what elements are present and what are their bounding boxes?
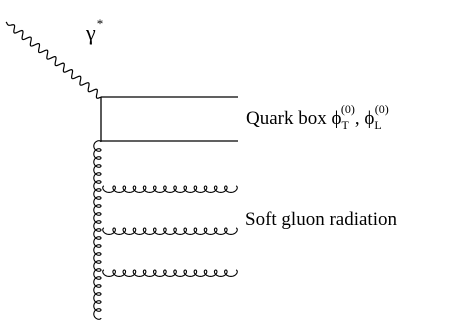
gluon-line [93,140,102,320]
phi-t-subscript: T [342,118,350,132]
gluon-ladder-vertical [93,140,102,320]
photon-propagator [5,21,102,99]
gluon-line [102,185,238,193]
quark-box [100,96,238,142]
gluon-rung-1 [102,185,238,193]
quark-box-label: Quark box ϕT(0), ϕL(0) [246,102,389,132]
phi-l-superscript: (0) [375,102,389,116]
gluon-radiation-label: Soft gluon radiation [245,209,397,230]
photon-superscript: * [97,16,104,31]
gluon-line [102,269,238,277]
gluon-line [102,227,238,235]
gluon-rung-3 [102,269,238,277]
phi-l-symbol: ϕ [364,108,374,129]
photon-label: γ* [85,16,103,45]
quark-box-label-prefix: Quark box [246,108,331,129]
photon-symbol: γ [85,20,96,45]
phi-l-subscript: L [374,118,381,132]
phi-t-superscript: (0) [341,102,355,116]
gluon-rung-2 [102,227,238,235]
label-separator: , [355,108,365,129]
phi-t-symbol: ϕ [331,108,341,129]
